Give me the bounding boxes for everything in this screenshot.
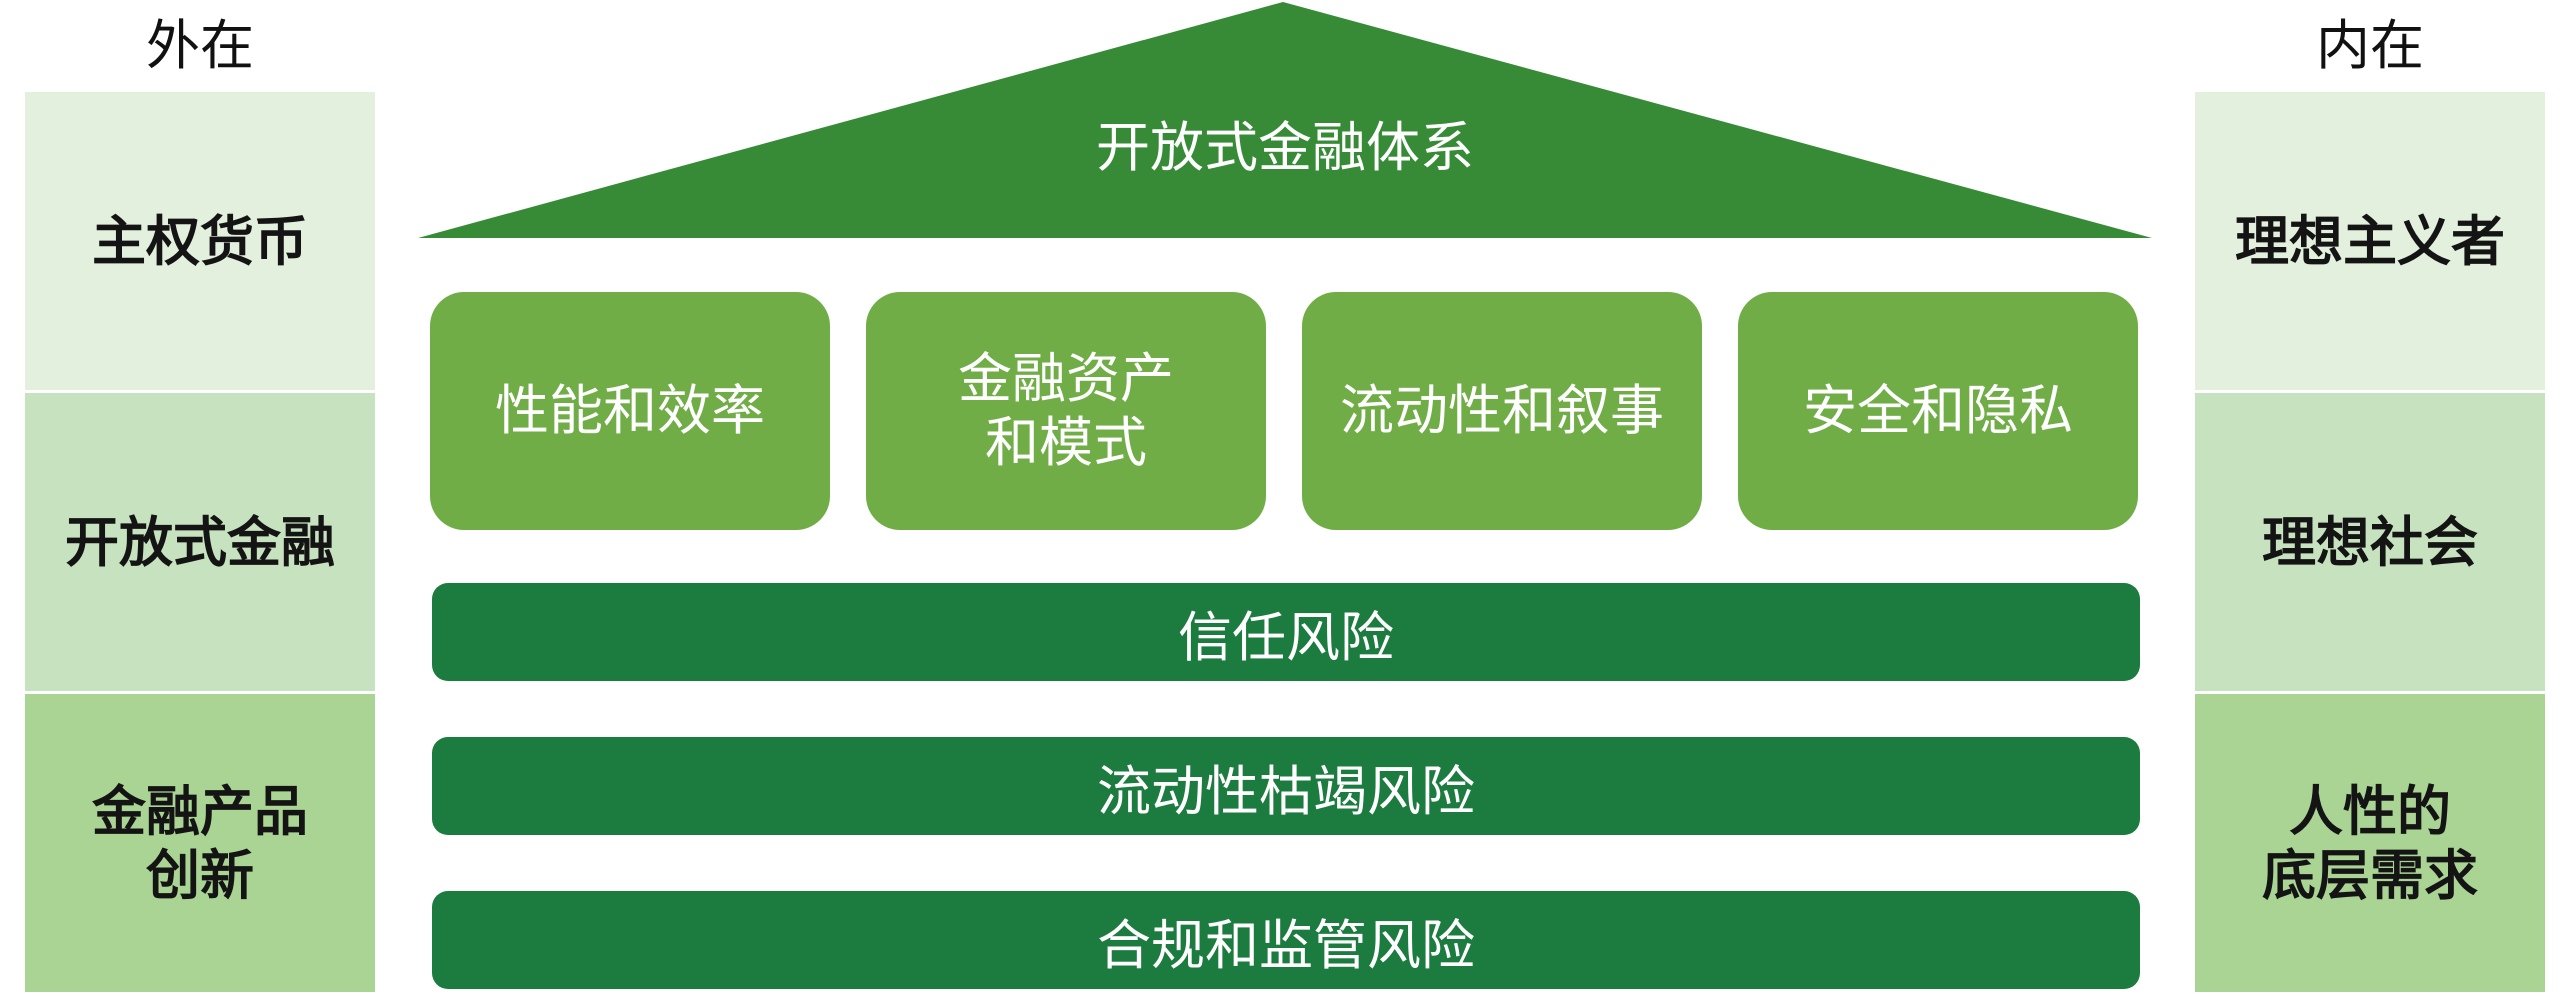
left-item-open-finance: 开放式金融 (25, 393, 375, 691)
right-item-ideal-society: 理想社会 (2195, 393, 2545, 691)
pillar-financial-assets-models: 金融资产 和模式 (866, 292, 1266, 530)
pillar-performance-efficiency: 性能和效率 (430, 292, 830, 530)
foundation-trust-risk: 信任风险 (432, 583, 2140, 681)
foundation-liquidity-risk: 流动性枯竭风险 (432, 737, 2140, 835)
roof-shape (418, 2, 2152, 238)
foundation-compliance-risk: 合规和监管风险 (432, 891, 2140, 989)
left-item-sovereign-currency: 主权货币 (25, 92, 375, 390)
pillar-security-privacy: 安全和隐私 (1738, 292, 2138, 530)
left-column-title: 外在 (146, 14, 254, 77)
roof-triangle (418, 2, 2152, 238)
right-item-idealist: 理想主义者 (2195, 92, 2545, 390)
right-column-title: 内在 (2316, 14, 2424, 77)
roof-label: 开放式金融体系 (1096, 116, 1474, 179)
left-item-financial-product-innovation: 金融产品 创新 (25, 694, 375, 992)
right-item-human-needs: 人性的 底层需求 (2195, 694, 2545, 992)
pillar-liquidity-narrative: 流动性和叙事 (1302, 292, 1702, 530)
